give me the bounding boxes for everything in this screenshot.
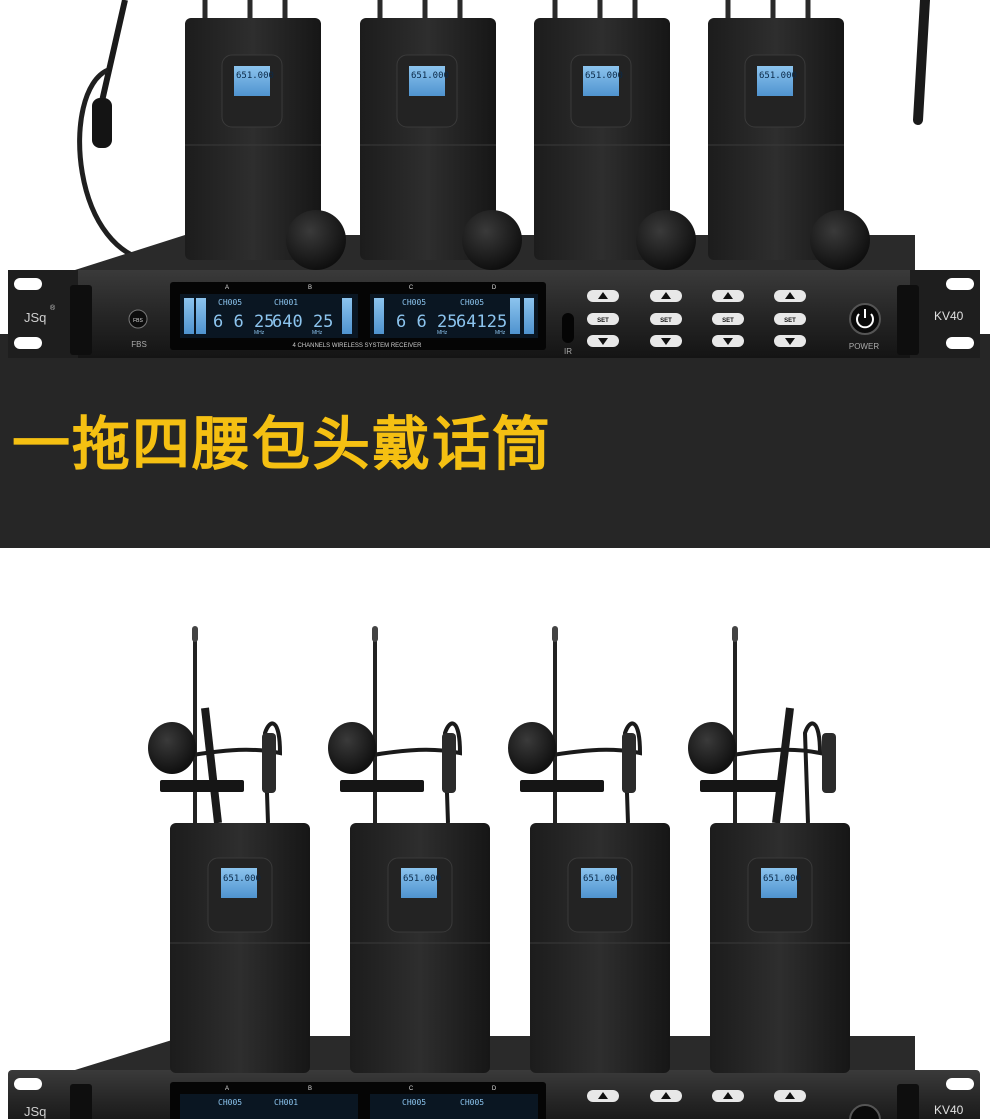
svg-text:SET: SET [660,318,672,324]
svg-text:MHz: MHz [495,330,506,336]
bodypack-transmitters: 651.000 651.000 [148,626,850,1073]
tie-clip [520,780,604,792]
dark-banner [0,334,990,548]
bodypack: 651.000 [508,626,670,1073]
down-arrow-icon [598,338,608,345]
up-arrow-icon [723,1092,733,1099]
power-button[interactable] [849,303,881,335]
bodypack: 651.000 [688,626,850,1073]
channel-letter-d: D [492,285,497,291]
channel-d-number: CH005 [460,298,484,307]
channel-a-frequency: 6 6 25 [213,312,274,332]
receiver-unit: JSq KV40 A B C D CH005 CH001 CH005 CH005 [8,1036,980,1119]
channel-d-frequency: 64125 [456,312,507,332]
up-arrow-icon [598,292,608,299]
up-arrow-icon [598,1092,608,1099]
channel-c-frequency: 6 6 25 [396,312,457,332]
bodypack-screen: 651.000 [411,71,449,81]
bodypack-transmitters: 651.000 651.000 651.000 [185,0,870,270]
svg-text:C: C [409,1086,414,1092]
svg-text:CH001: CH001 [274,1098,298,1107]
lavalier-foam [462,210,522,270]
svg-text:MHz: MHz [254,330,265,336]
receiver-unit: JSq ® KV40 FBS FBS A B C D CH005 CH001 C… [8,235,980,358]
set-button[interactable] [650,313,682,325]
lavalier-foam [328,722,376,774]
up-arrow-icon [661,1092,671,1099]
top-product-photo: JSq ® KV40 FBS FBS A B C D CH005 CH001 C… [8,0,980,358]
channel-b-number: CH001 [274,298,298,307]
bodypack-screen: 651.000 [236,71,274,81]
bodypack-screen: 651.000 [759,71,797,81]
svg-text:D: D [492,1086,497,1092]
channel-b-frequency: 640 25 [272,312,333,332]
svg-text:MHz: MHz [312,330,323,336]
channel-letter-a: A [225,285,229,291]
up-arrow-icon [723,292,733,299]
svg-text:B: B [308,1086,312,1092]
svg-text:A: A [225,1086,229,1092]
lavalier-foam [508,722,556,774]
fbs-label: FBS [131,340,147,349]
channel-letter-b: B [308,285,312,291]
display-caption: 4 CHANNELS WIRELESS SYSTEM RECEIVER [292,343,422,349]
up-arrow-icon [661,292,671,299]
ir-sensor [562,313,574,343]
down-arrow-icon [785,338,795,345]
lavalier-foam [810,210,870,270]
bodypack: 651.000 [328,626,490,1073]
bottom-scene: JSq KV40 A B C D CH005 CH001 CH005 CH005 [0,548,990,1119]
lavalier-foam [688,722,736,774]
tie-clip [700,780,784,792]
brand-logo: JSq [24,310,46,325]
ir-label: IR [564,347,572,356]
bodypack: 651.000 [708,0,870,270]
model-label: KV40 [934,1103,964,1117]
bodypack: 651.000 [534,0,696,270]
svg-text:SET: SET [722,318,734,324]
channel-controls: SET SET SET [587,290,806,347]
bodypack: 651.000 [185,0,346,270]
svg-text:CH005: CH005 [402,1098,426,1107]
svg-text:FBS: FBS [133,318,143,324]
down-arrow-icon [661,338,671,345]
svg-text:SET: SET [597,318,609,324]
power-icon [856,313,874,329]
up-arrow-icon [785,292,795,299]
bodypack-screen: 651.000 [585,71,623,81]
bodypack-screen: 651.000 [223,874,261,884]
top-scene: JSq ® KV40 FBS FBS A B C D CH005 CH001 C… [0,0,990,548]
channel-letter-c: C [409,285,414,291]
up-arrow-icon [785,1092,795,1099]
bodypack-screen: 651.000 [763,874,801,884]
power-label: POWER [849,342,879,351]
fbs-button[interactable] [128,309,148,329]
registered-mark: ® [50,304,56,312]
down-arrow-icon [723,338,733,345]
bodypack: 651.000 [360,0,522,270]
svg-text:CH005: CH005 [460,1098,484,1107]
bottom-product-photo: JSq KV40 A B C D CH005 CH001 CH005 CH005 [8,626,980,1119]
svg-text:MHz: MHz [437,330,448,336]
power-button[interactable] [849,1104,881,1119]
lavalier-foam [636,210,696,270]
headline: 一拖四腰包头戴话筒 [12,410,553,478]
model-label: KV40 [934,309,964,323]
svg-text:CH005: CH005 [218,1098,242,1107]
svg-text:SET: SET [784,318,796,324]
set-button[interactable] [587,313,619,325]
bodypack-screen: 651.000 [403,874,441,884]
bodypack-screen: 651.000 [583,874,621,884]
bodypack: 651.000 [148,626,310,1073]
set-button[interactable] [774,313,806,325]
lavalier-foam [148,722,196,774]
lavalier-foam [286,210,346,270]
channel-a-number: CH005 [218,298,242,307]
channel-c-number: CH005 [402,298,426,307]
tie-clip [160,780,244,792]
brand-logo: JSq [24,1104,46,1119]
tie-clip [340,780,424,792]
set-button[interactable] [712,313,744,325]
